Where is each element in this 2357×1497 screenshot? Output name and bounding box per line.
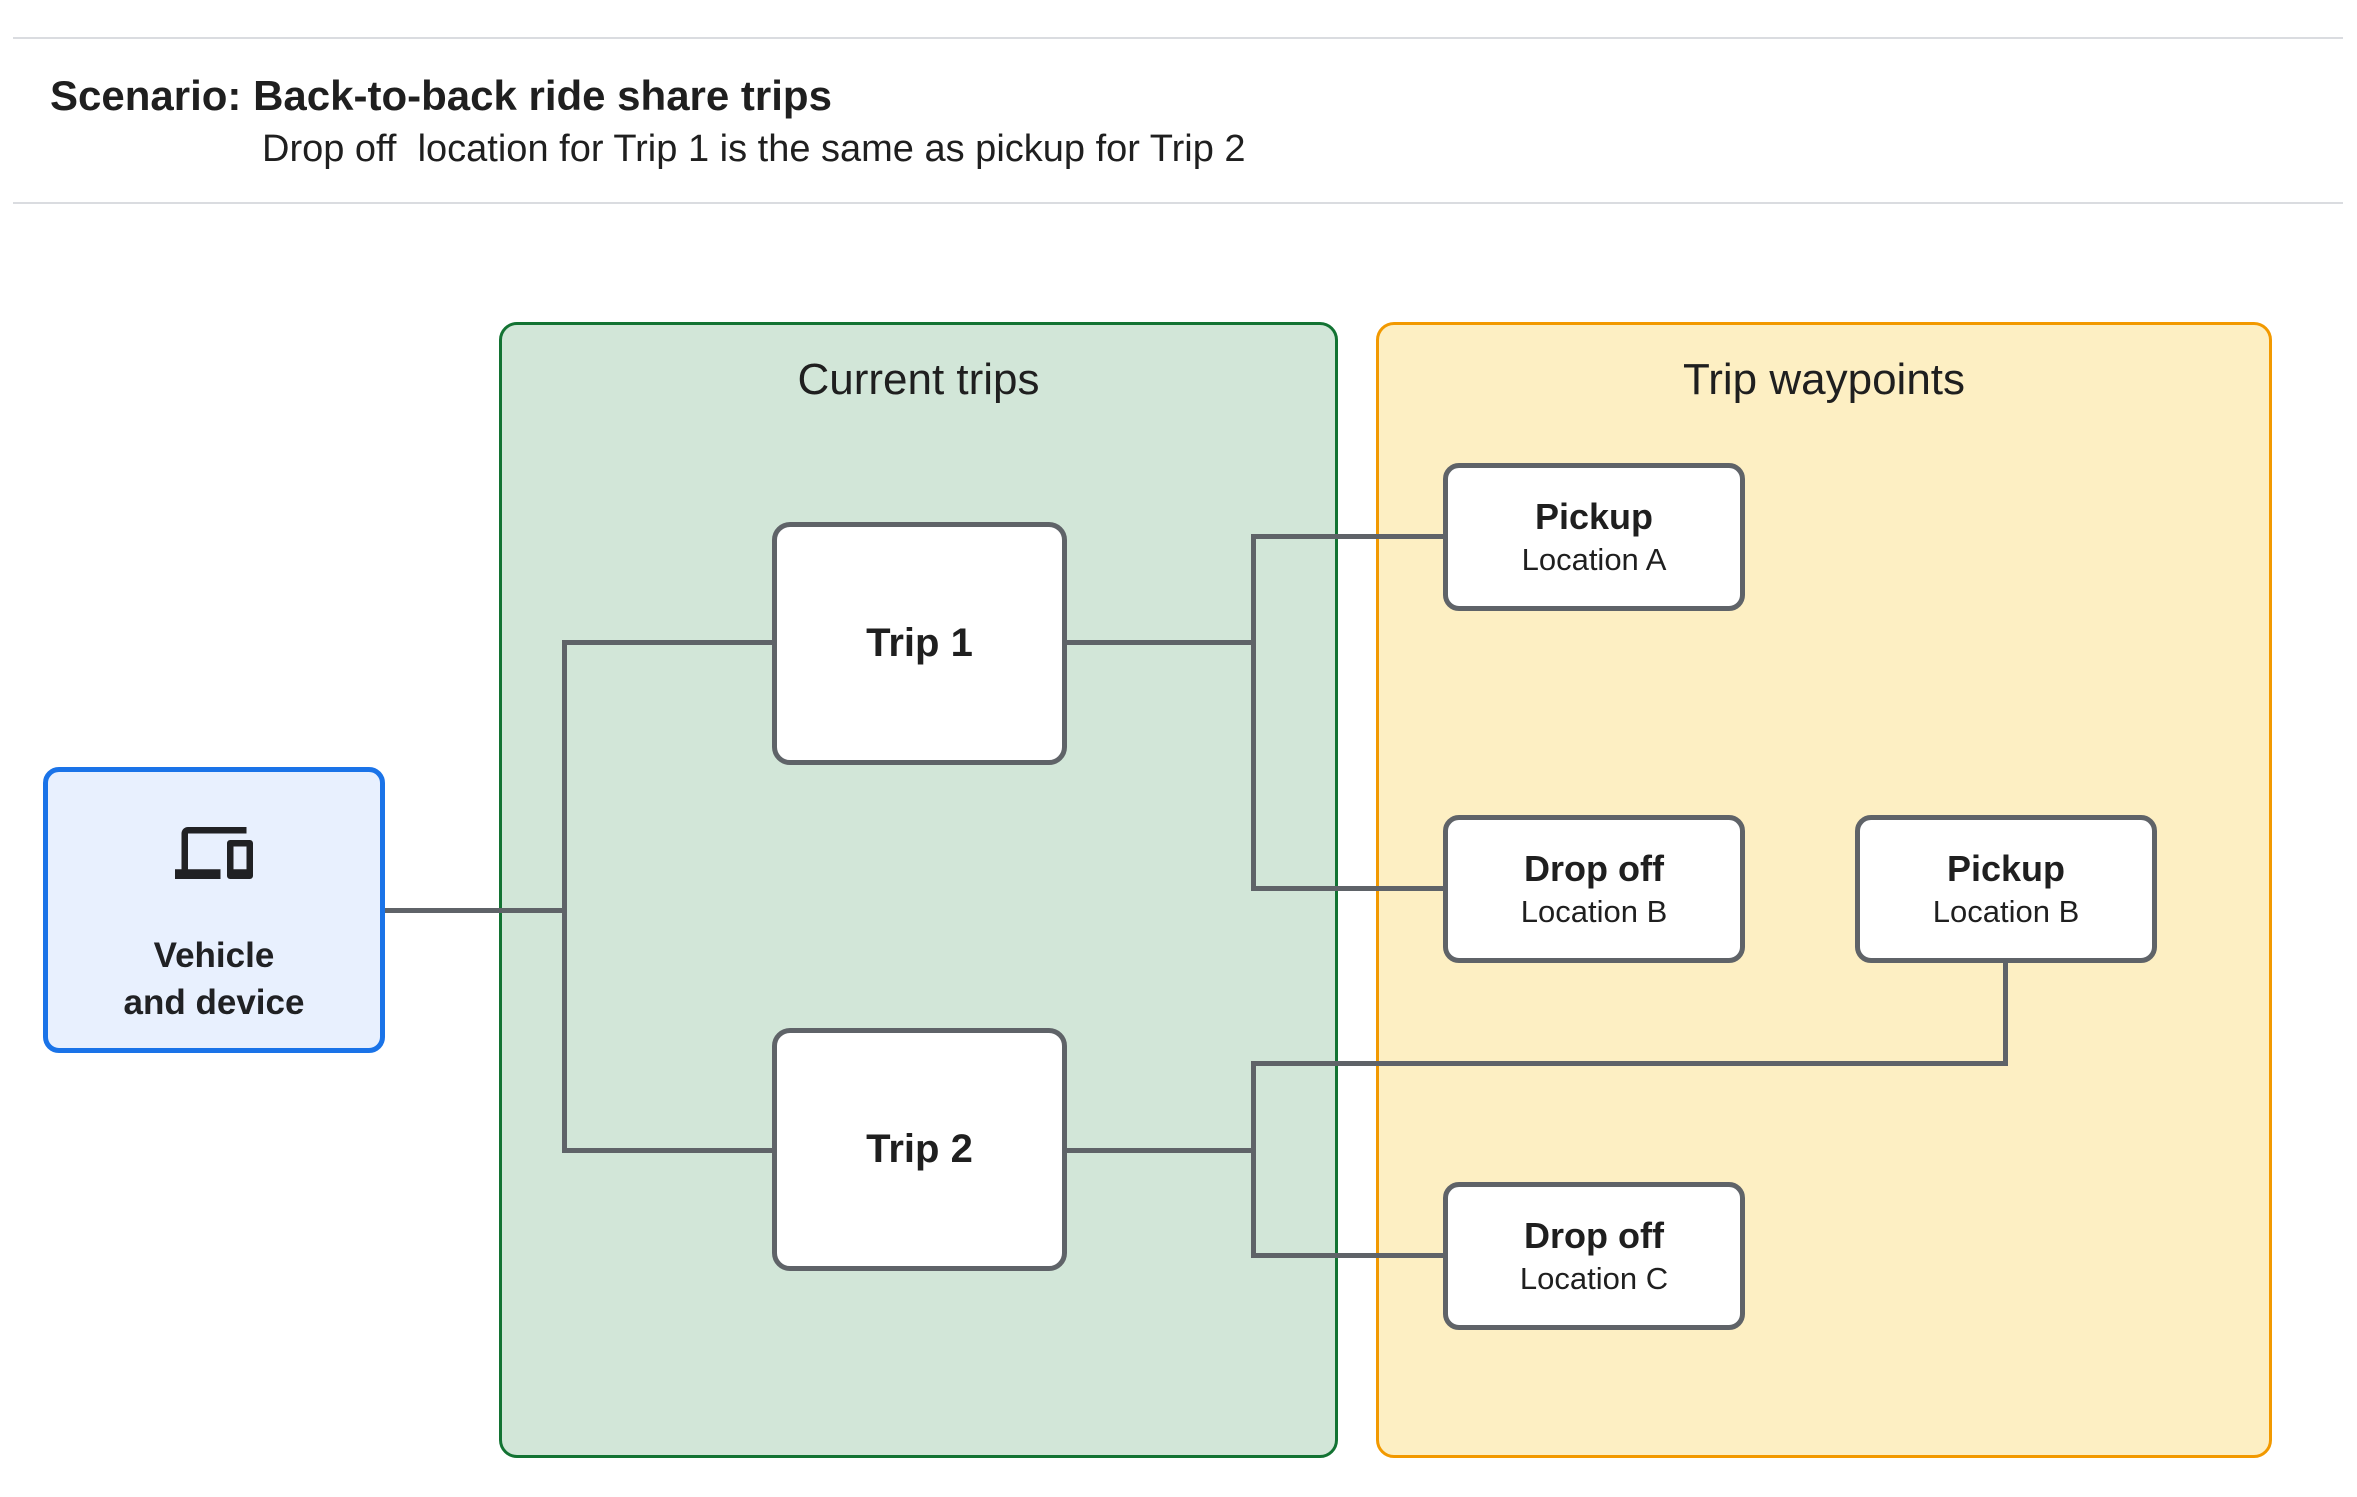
vehicle-node: Vehicle and device — [43, 767, 385, 1053]
dropoff-location-c-node: Drop off Location C — [1443, 1182, 1745, 1330]
connector-trip2-trunk-vertical — [1251, 1061, 1256, 1258]
trip-1-label: Trip 1 — [866, 621, 973, 665]
page-subtitle: Drop off location for Trip 1 is the same… — [262, 128, 1246, 170]
vehicle-node-label: Vehicle and device — [48, 932, 380, 1027]
dropoff-location-b-node: Drop off Location B — [1443, 815, 1745, 963]
dropoff-b-title: Drop off — [1524, 847, 1664, 889]
trip-waypoints-panel-title: Trip waypoints — [1682, 355, 1966, 404]
connector-trip1-trunk-vertical — [1251, 534, 1256, 891]
connector-trunk-to-trip1 — [562, 640, 772, 645]
devices-icon — [175, 814, 253, 892]
trip-2-label: Trip 2 — [866, 1127, 973, 1171]
trip-2-node: Trip 2 — [772, 1028, 1067, 1271]
vehicle-label-line2: and device — [123, 982, 305, 1022]
dropoff-c-subtitle: Location C — [1519, 1260, 1669, 1296]
connector-to-dropoff-c — [1251, 1253, 1443, 1258]
connector-vehicle-to-trunk — [385, 908, 567, 913]
header-divider — [13, 202, 2343, 204]
connector-pickup-b-vertical — [2003, 961, 2008, 1066]
pickup-b-subtitle: Location B — [1932, 893, 2080, 929]
pickup-a-subtitle: Location A — [1521, 541, 1667, 577]
vehicle-label-line1: Vehicle — [153, 935, 275, 975]
connector-trip2-out — [1065, 1148, 1256, 1153]
connector-left-trunk-vertical — [562, 640, 567, 1153]
connector-pickup-b-horizontal — [1251, 1061, 2008, 1066]
connector-to-pickup-a — [1251, 534, 1443, 539]
top-divider — [13, 37, 2343, 39]
dropoff-b-subtitle: Location B — [1520, 893, 1668, 929]
connector-to-dropoff-b — [1251, 886, 1443, 891]
page-title: Scenario: Back-to-back ride share trips — [50, 72, 832, 119]
pickup-location-b-node: Pickup Location B — [1855, 815, 2157, 963]
connector-trip1-out — [1065, 640, 1256, 645]
trip-1-node: Trip 1 — [772, 522, 1067, 765]
current-trips-panel-title: Current trips — [797, 355, 1040, 404]
connector-trunk-to-trip2 — [562, 1148, 772, 1153]
current-trips-panel: Current trips — [499, 322, 1338, 1458]
dropoff-c-title: Drop off — [1524, 1214, 1664, 1256]
pickup-location-a-node: Pickup Location A — [1443, 463, 1745, 611]
pickup-b-title: Pickup — [1946, 847, 2066, 889]
pickup-a-title: Pickup — [1534, 495, 1654, 537]
